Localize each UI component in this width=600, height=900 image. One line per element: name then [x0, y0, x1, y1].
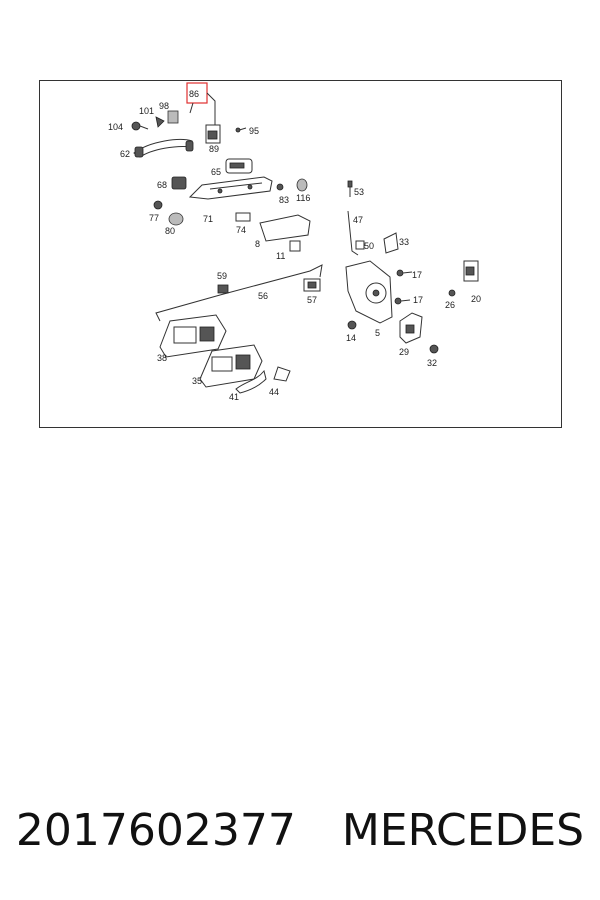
- parts-diagram-frame: 86 98 101 104 95 62 89 65 68 77 71 83 11…: [39, 80, 562, 428]
- label-5: 5: [375, 328, 380, 338]
- label-74: 74: [236, 225, 246, 235]
- label-17-b: 17: [413, 295, 423, 305]
- part-89-bracket: [205, 124, 221, 144]
- part-17-screw-a: [396, 269, 413, 277]
- label-80: 80: [165, 226, 175, 236]
- part-41-grip: [235, 369, 267, 394]
- label-71: 71: [203, 214, 213, 224]
- part-29-bracket: [399, 312, 423, 344]
- label-89: 89: [209, 144, 219, 154]
- part-74-spring: [235, 212, 251, 222]
- leader-lines: [189, 92, 216, 125]
- part-65-handle: [225, 158, 253, 174]
- label-62: 62: [120, 149, 130, 159]
- part-83-screw: [276, 183, 284, 191]
- label-98: 98: [159, 101, 169, 111]
- label-116: 116: [296, 193, 310, 203]
- parts-diagram: 86 98 101 104 95 62 89 65 68 77 71 83 11…: [108, 82, 481, 402]
- part-44-clip: [273, 366, 291, 382]
- label-101: 101: [139, 106, 154, 116]
- label-20: 20: [471, 294, 481, 304]
- label-44: 44: [269, 387, 279, 397]
- label-57: 57: [307, 295, 317, 305]
- part-35-handle-frame: [199, 344, 263, 388]
- part-26-screw: [448, 289, 456, 297]
- part-116-grommet: [296, 178, 308, 192]
- part-68-clip: [171, 176, 187, 190]
- label-8: 8: [255, 239, 260, 249]
- label-50: 50: [364, 241, 374, 251]
- part-62-handle: [133, 139, 194, 158]
- part-number: 2017602377: [15, 804, 296, 856]
- part-95-screw: [235, 127, 247, 133]
- label-77: 77: [149, 213, 159, 223]
- part-14-screw: [347, 320, 357, 330]
- part-80-grommet: [168, 212, 184, 226]
- part-98-cylinder: [167, 110, 179, 124]
- part-57-clip: [303, 278, 321, 292]
- label-29: 29: [399, 347, 409, 357]
- label-104: 104: [108, 122, 123, 132]
- label-32: 32: [427, 358, 437, 368]
- part-50-clip: [355, 240, 365, 250]
- label-53: 53: [354, 187, 364, 197]
- label-95: 95: [249, 126, 259, 136]
- label-56: 56: [258, 291, 268, 301]
- part-47-rod: [347, 210, 359, 256]
- part-8-cover: [259, 214, 311, 242]
- part-5-lock: [345, 260, 393, 324]
- part-104-key: [131, 121, 149, 131]
- label-33: 33: [399, 237, 409, 247]
- part-38-handle-frame: [159, 314, 227, 358]
- part-labels: 86 98 101 104 95 62 89 65 68 77 71 83 11…: [108, 89, 481, 402]
- label-14: 14: [346, 333, 356, 343]
- part-101-pin: [155, 116, 165, 128]
- part-20-striker: [463, 260, 479, 282]
- label-41: 41: [229, 392, 239, 402]
- label-83: 83: [279, 195, 289, 205]
- brand-name: MERCEDES: [341, 804, 585, 856]
- label-17-a: 17: [412, 270, 422, 280]
- label-59: 59: [217, 271, 227, 281]
- label-38: 38: [157, 353, 167, 363]
- label-35: 35: [192, 376, 202, 386]
- part-32-screw: [429, 344, 439, 354]
- footer-caption: 2017602377 MERCEDES: [0, 798, 600, 862]
- label-68: 68: [157, 180, 167, 190]
- part-11-clip: [289, 240, 301, 252]
- part-56-rod: [155, 264, 323, 322]
- part-71-frame: [188, 176, 273, 200]
- label-11: 11: [276, 251, 285, 261]
- part-17-screw-b: [394, 297, 411, 305]
- label-65: 65: [211, 167, 221, 177]
- label-26: 26: [445, 300, 455, 310]
- part-33-cover: [383, 232, 399, 254]
- label-47: 47: [353, 215, 363, 225]
- part-59-clip: [217, 284, 229, 294]
- label-86: 86: [189, 89, 199, 99]
- part-53-rod: [347, 180, 353, 197]
- part-77-screw: [153, 200, 163, 210]
